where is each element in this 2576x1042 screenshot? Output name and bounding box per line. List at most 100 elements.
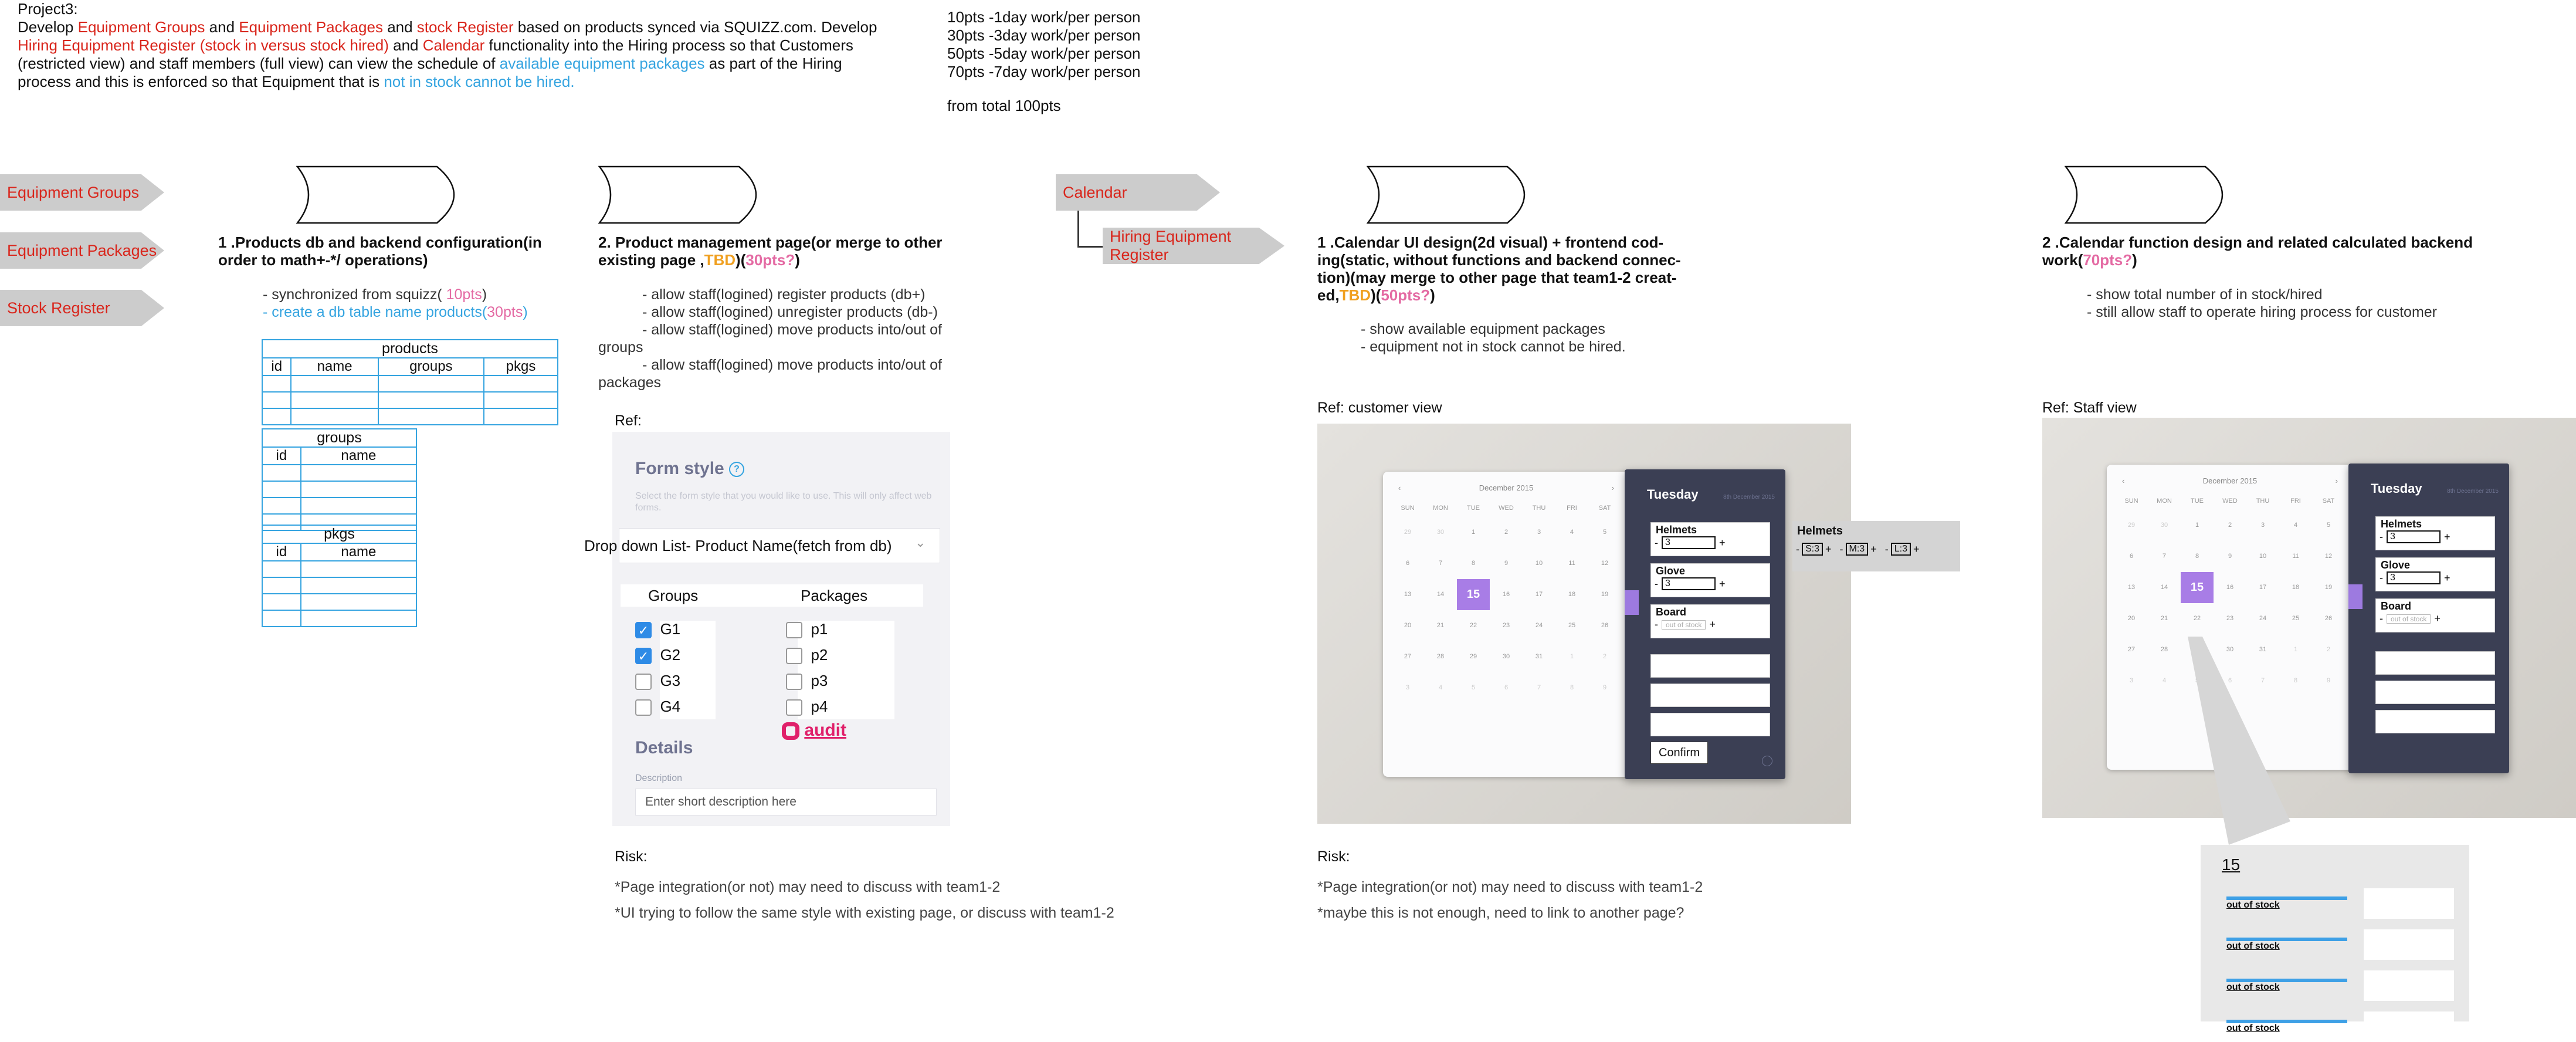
checkbox-icon[interactable] — [786, 648, 802, 665]
day-cell[interactable]: 5 — [1602, 529, 1607, 536]
day-cell[interactable]: 10 — [1535, 560, 1543, 567]
day-cell[interactable]: 23 — [2226, 615, 2234, 622]
day-cell[interactable]: 22 — [2193, 615, 2201, 622]
group-item-g3[interactable]: G3 — [635, 668, 680, 693]
day-cell[interactable]: 27 — [1404, 653, 1412, 660]
day-cell[interactable]: 3 — [2260, 522, 2265, 529]
day-cell[interactable]: 13 — [2127, 584, 2136, 591]
day-cell[interactable]: 7 — [1438, 560, 1443, 567]
item-row[interactable]: Glove-3+ — [1650, 563, 1770, 597]
day-cell[interactable]: 24 — [1535, 622, 1543, 629]
day-cell[interactable]: 3 — [2129, 677, 2134, 684]
package-item-p3[interactable]: p3 — [786, 668, 828, 693]
day-cell[interactable]: 29 — [2127, 522, 2136, 529]
plus-icon[interactable]: + — [1825, 543, 1832, 555]
minus-icon[interactable]: - — [1655, 536, 1658, 549]
day-cell[interactable]: 14 — [2160, 584, 2168, 591]
day-cell[interactable]: 22 — [1469, 622, 1477, 629]
quantity-field[interactable]: out of stock — [1662, 620, 1706, 630]
group-item-g1[interactable]: ✓ G1 — [635, 616, 680, 642]
stock-input[interactable] — [2364, 1011, 2454, 1042]
day-cell[interactable]: 1 — [1570, 653, 1574, 660]
day-cell[interactable]: 2 — [2326, 646, 2331, 653]
confirm-button[interactable]: Confirm — [1650, 742, 1708, 764]
item-row[interactable]: Helmets-3+ — [1650, 522, 1770, 556]
day-cell[interactable]: 4 — [2162, 677, 2167, 684]
stock-input[interactable] — [2364, 970, 2454, 1001]
plus-icon[interactable]: + — [2434, 613, 2441, 624]
add-icon[interactable] — [1762, 756, 1772, 766]
checkbox-icon[interactable] — [635, 674, 652, 691]
package-item-p4[interactable]: p4 — [786, 693, 828, 719]
day-cell[interactable]: 11 — [1568, 560, 1575, 567]
day-cell[interactable]: 26 — [1601, 622, 1609, 629]
prev-month-icon[interactable]: ‹ — [1398, 483, 1401, 492]
next-month-icon[interactable]: › — [2335, 476, 2338, 485]
day-cell[interactable]: 17 — [1535, 591, 1543, 598]
day-cell[interactable]: 30 — [2226, 646, 2234, 653]
day-cell[interactable]: 9 — [2326, 677, 2331, 684]
empty-slot[interactable] — [1650, 713, 1770, 736]
day-cell[interactable]: 2 — [1602, 653, 1607, 660]
day-cell[interactable]: 7 — [1537, 684, 1541, 691]
minus-icon[interactable]: - — [1839, 543, 1843, 555]
minus-icon[interactable]: - — [2380, 530, 2383, 543]
day-cell[interactable]: 30 — [2160, 522, 2168, 529]
day-cell[interactable]: 25 — [1568, 622, 1576, 629]
chevron-down-icon[interactable]: ⌄ — [915, 535, 926, 550]
quantity-field[interactable]: 3 — [2387, 530, 2441, 543]
stock-input[interactable] — [2364, 888, 2454, 919]
day-cell[interactable]: 31 — [2259, 646, 2267, 653]
day-cell[interactable]: 14 — [1436, 591, 1445, 598]
day-cell[interactable]: 6 — [2228, 677, 2232, 684]
day-cell[interactable]: 20 — [1404, 622, 1412, 629]
day-cell[interactable]: 18 — [1568, 591, 1576, 598]
next-month-icon[interactable]: › — [1611, 483, 1614, 492]
day-cell[interactable]: 6 — [2129, 553, 2134, 560]
day-cell[interactable]: 1 — [2293, 646, 2298, 653]
product-dropdown[interactable] — [619, 528, 940, 563]
day-cell[interactable]: 8 — [2195, 553, 2199, 560]
checkbox-icon[interactable] — [786, 622, 802, 639]
item-row[interactable]: Glove-3+ — [2375, 557, 2495, 591]
day-cell[interactable]: 29 — [1404, 529, 1412, 536]
day-cell-selected[interactable]: 15 — [1457, 579, 1490, 610]
day-cell[interactable]: 9 — [1602, 684, 1607, 691]
day-cell[interactable]: 16 — [1502, 591, 1510, 598]
checkbox-checked-icon[interactable]: ✓ — [635, 622, 652, 639]
day-cell[interactable]: 12 — [1601, 560, 1609, 567]
minus-icon[interactable]: - — [1796, 543, 1799, 555]
day-cell[interactable]: 1 — [2195, 522, 2199, 529]
package-item-p2[interactable]: p2 — [786, 642, 828, 668]
day-cell[interactable]: 18 — [2292, 584, 2300, 591]
description-input[interactable]: Enter short description here — [635, 789, 937, 816]
day-cell[interactable]: 30 — [1502, 653, 1510, 660]
item-row[interactable]: Board-out of stock+ — [2375, 598, 2495, 632]
day-cell[interactable]: 7 — [2260, 677, 2265, 684]
group-item-g4[interactable]: G4 — [635, 693, 680, 719]
day-cell[interactable]: 4 — [2293, 522, 2298, 529]
empty-slot[interactable] — [1650, 684, 1770, 707]
day-cell[interactable]: 6 — [1405, 560, 1410, 567]
day-cell[interactable]: 3 — [1537, 529, 1541, 536]
day-cell[interactable]: 4 — [1570, 529, 1574, 536]
day-cell[interactable]: 23 — [1502, 622, 1510, 629]
checkbox-icon[interactable] — [786, 674, 802, 691]
prev-month-icon[interactable]: ‹ — [2122, 476, 2125, 485]
checkbox-icon[interactable] — [782, 722, 799, 740]
audit-item[interactable]: audit — [782, 720, 846, 740]
plus-icon[interactable]: + — [1709, 618, 1716, 630]
minus-icon[interactable]: - — [1884, 543, 1889, 555]
quantity-field[interactable]: out of stock — [2387, 614, 2431, 624]
item-row[interactable]: Helmets-3+ — [2375, 516, 2495, 550]
day-cell[interactable]: 25 — [2292, 615, 2300, 622]
day-cell[interactable]: 19 — [1601, 591, 1609, 598]
empty-slot[interactable] — [2375, 710, 2495, 733]
plus-icon[interactable]: + — [2444, 571, 2450, 584]
day-cell[interactable]: 28 — [2160, 646, 2168, 653]
day-cell[interactable]: 17 — [2259, 584, 2267, 591]
day-cell[interactable]: 8 — [1471, 560, 1476, 567]
day-cell[interactable]: 30 — [1436, 529, 1445, 536]
day-cell[interactable]: 13 — [1404, 591, 1412, 598]
day-cell[interactable]: 21 — [1436, 622, 1445, 629]
